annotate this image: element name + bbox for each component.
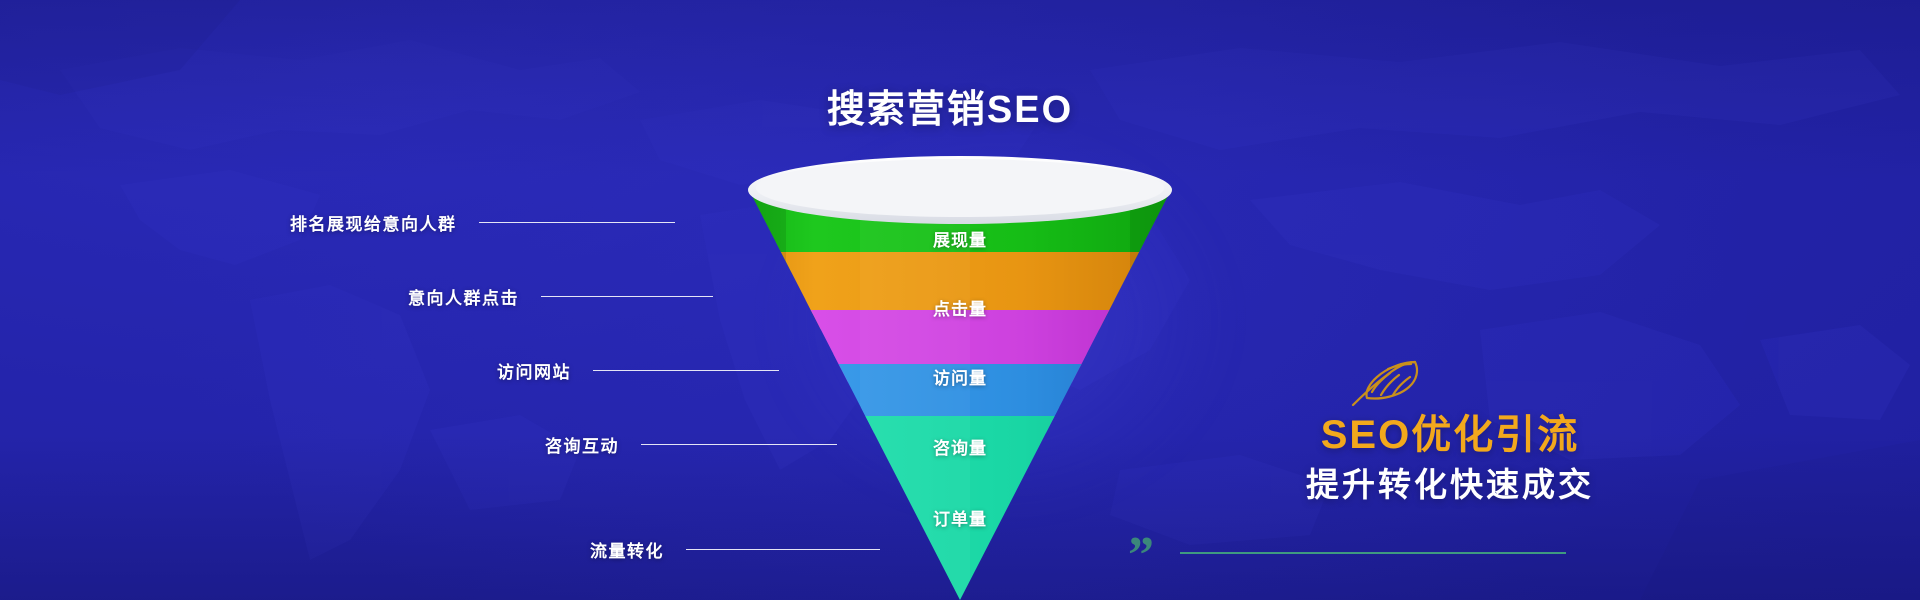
callout-leader-line-3 <box>641 443 837 445</box>
callout-2[interactable]: 访问网站 <box>497 358 779 382</box>
quote-mark-icon: ” <box>1128 527 1154 584</box>
promo-block: SEO优化引流 提升转化快速成交 <box>1240 350 1660 505</box>
callout-label-0: 排名展现给意向人群 <box>290 214 457 234</box>
callout-0[interactable]: 排名展现给意向人群 <box>290 210 675 234</box>
promo-headline: SEO优化引流 <box>1320 413 1580 457</box>
callout-label-1: 意向人群点击 <box>408 288 519 308</box>
callout-1[interactable]: 意向人群点击 <box>408 284 713 308</box>
feather-icon <box>1351 360 1419 407</box>
callout-leader-line-1 <box>541 295 713 297</box>
callout-leader-line-4 <box>686 548 880 550</box>
quote-decoration: ” <box>1128 527 1566 584</box>
callout-label-3: 咨询互动 <box>545 436 619 456</box>
callout-leader-line-0 <box>478 221 675 223</box>
callout-leader-line-2 <box>593 369 779 371</box>
promo-subheadline: 提升转化快速成交 <box>1306 465 1594 503</box>
callout-4[interactable]: 流量转化 <box>590 537 880 561</box>
callout-3[interactable]: 咨询互动 <box>545 432 837 456</box>
callout-label-2: 访问网站 <box>497 362 571 382</box>
quote-accent-line <box>1180 551 1566 554</box>
callout-label-4: 流量转化 <box>590 541 664 561</box>
page-title: 搜索营销SEO <box>0 78 1920 133</box>
page-title-text: 搜索营销SEO <box>826 89 1074 131</box>
